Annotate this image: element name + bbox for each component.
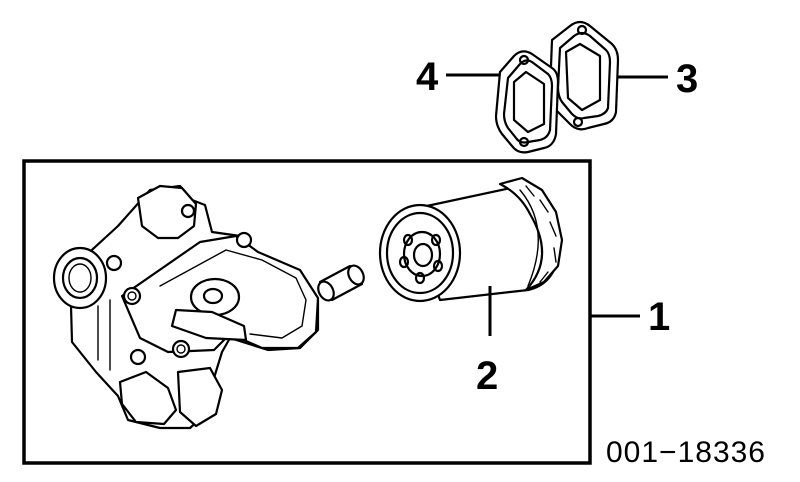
- callout-2: 2: [476, 354, 498, 398]
- drawing-code: 001−18336: [606, 436, 766, 469]
- gasket-item-3: [548, 20, 620, 131]
- connector-pipe: [317, 264, 365, 302]
- callout-4: 4: [416, 55, 439, 99]
- gasket-item-4: [494, 50, 560, 154]
- callout-1: 1: [648, 295, 670, 339]
- assembly-frame: [22, 159, 592, 465]
- callout-3: 3: [676, 57, 698, 101]
- oil-filter: [378, 176, 564, 303]
- oil-filter-housing: [52, 184, 320, 430]
